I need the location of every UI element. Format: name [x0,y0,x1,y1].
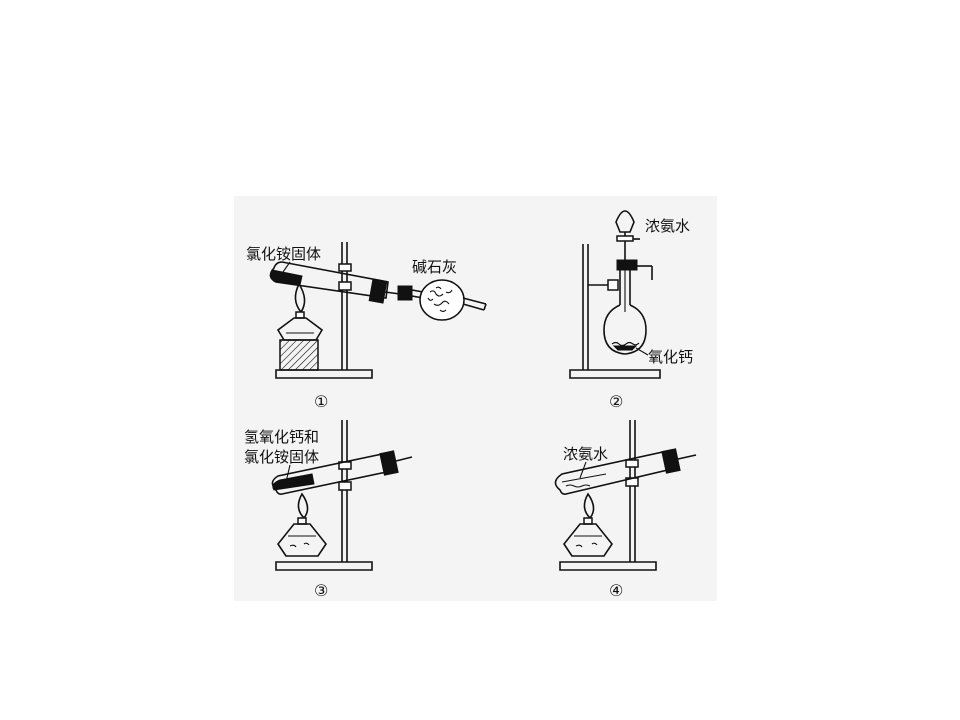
separatory-funnel [615,210,640,260]
panel-4: 浓氨水 ④ [554,420,697,600]
label-soda-lime: 碱石灰 [412,258,457,276]
test-tube-4 [554,448,697,495]
iron-stand-3 [275,420,373,571]
iron-stand-1 [275,242,373,379]
panel-number-1: ① [314,392,328,411]
label-concentrated-ammonia-2: 浓氨水 [645,217,690,235]
panel-2: 浓氨水 氧化钙 ② [569,210,693,411]
label-concentrated-ammonia-4: 浓氨水 [563,445,608,463]
panel-3: 氢氧化钙和 氯化铵固体 ③ [244,420,413,600]
flask-2 [603,259,653,355]
alcohol-lamp-4 [563,492,613,557]
label-ammonium-chloride-solid-3: 氯化铵固体 [244,448,319,466]
label-calcium-hydroxide-and: 氢氧化钙和 [244,428,319,446]
iron-stand-2 [569,244,661,379]
panel-number-4: ④ [609,581,623,600]
label-calcium-oxide: 氧化钙 [648,348,693,366]
test-tube-1 [269,261,401,304]
panel-number-2: ② [609,392,623,411]
alcohol-lamp-1 [276,282,324,371]
panel-1: 氯化铵固体 碱石灰 ① [246,242,487,411]
test-tube-3 [271,450,413,495]
alcohol-lamp-3 [277,492,327,557]
drying-tube-1 [397,279,487,321]
label-ammonium-chloride-solid: 氯化铵固体 [246,245,321,263]
iron-stand-4 [559,420,657,571]
panel-number-3: ③ [314,581,328,600]
